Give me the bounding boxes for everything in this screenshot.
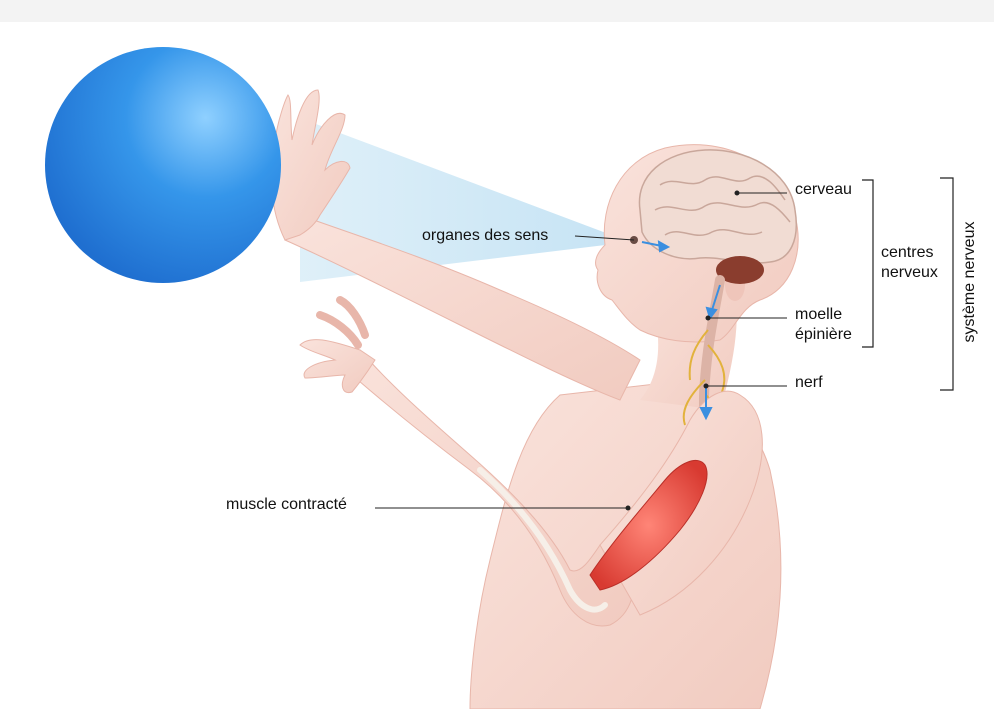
- forearm-bone: [477, 467, 608, 613]
- label-cerveau: cerveau: [795, 181, 852, 198]
- label-moelle-line2: épinière: [795, 326, 852, 343]
- raised-hand: [270, 89, 351, 241]
- contracted-muscle: [589, 460, 708, 591]
- cerebellum: [716, 256, 764, 284]
- label-centres-nerveux-line1: centres: [881, 244, 934, 261]
- bracket-centres-nerveux: [862, 179, 874, 348]
- label-systeme-nerveux: système nerveux: [961, 221, 978, 343]
- lower-hand-fingers: [316, 296, 369, 349]
- brain: [638, 149, 797, 264]
- raised-arm: [284, 214, 641, 401]
- signal-arrows: [641, 240, 721, 421]
- leader-lines: [375, 190, 787, 511]
- label-nerf: nerf: [795, 374, 823, 391]
- label-organes-des-sens: organes des sens: [422, 227, 549, 244]
- lower-hand: [299, 339, 376, 394]
- label-moelle-line1: moelle: [795, 306, 843, 323]
- top-border: [0, 0, 994, 22]
- label-centres-nerveux-line2: nerveux: [881, 264, 938, 281]
- vision-cone: [300, 118, 630, 282]
- brain-folds: [654, 175, 791, 237]
- bracket-systeme-nerveux: [940, 177, 954, 391]
- label-muscle-contracte: muscle contracté: [226, 496, 347, 513]
- ball: [45, 47, 281, 283]
